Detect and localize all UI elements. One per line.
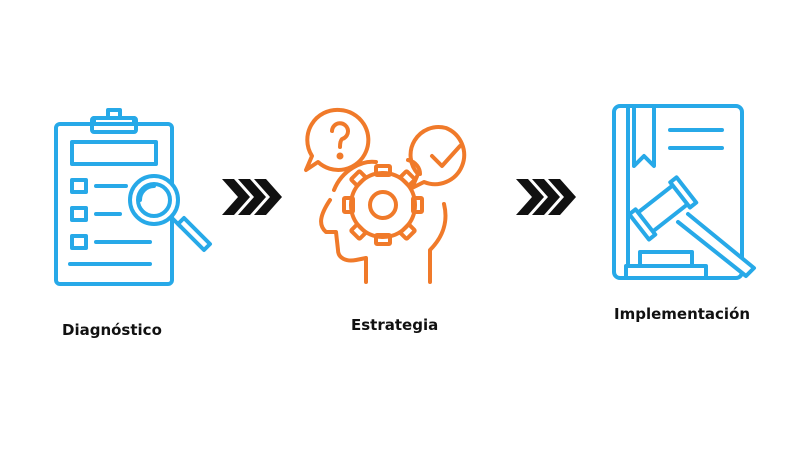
triple-chevron-right-icon <box>516 179 576 215</box>
step-label-estrategia: Estrategia <box>351 316 439 334</box>
law-book-gavel-icon <box>612 104 756 280</box>
step-label-implementacion: Implementación <box>614 305 751 323</box>
clipboard-search-icon <box>54 108 212 286</box>
step-label-diagnostico: Diagnóstico <box>62 321 162 339</box>
head-gear-icon <box>304 107 467 284</box>
triple-chevron-right-icon <box>222 179 282 215</box>
